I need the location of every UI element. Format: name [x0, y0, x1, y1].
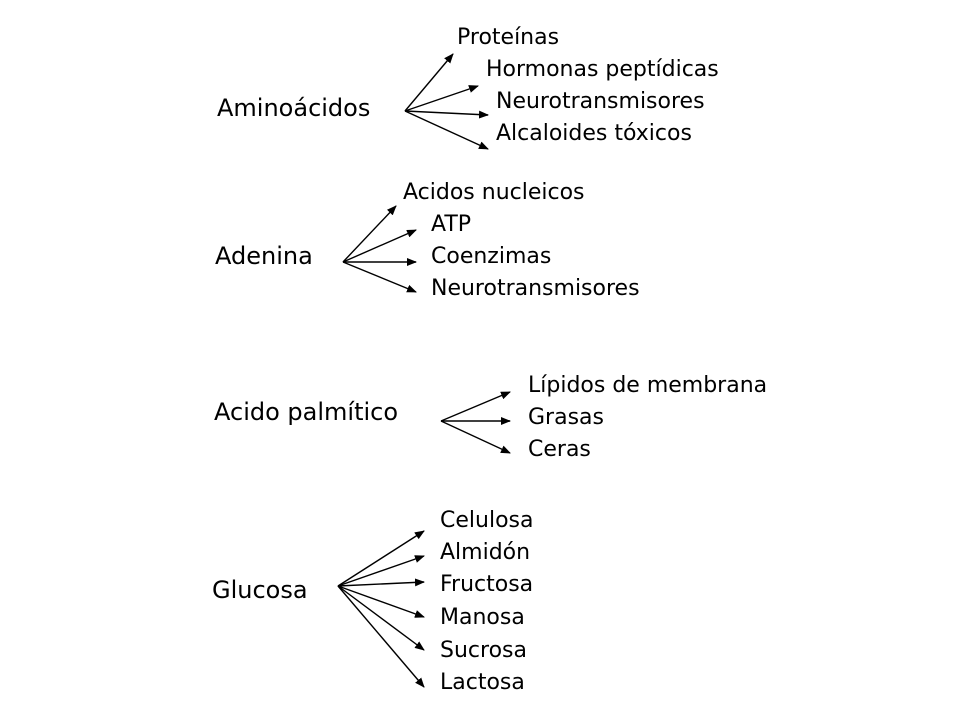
product-almidon: Almidón [440, 540, 531, 565]
product-grasas: Grasas [528, 405, 604, 430]
arrow-group1-to-product0 [342, 205, 397, 263]
arrow-group3-to-product2 [337, 578, 425, 587]
arrow-group3-to-product5 [337, 585, 425, 688]
arrow-group2-to-product0 [440, 391, 511, 422]
arrow-group1-to-product1 [342, 229, 417, 263]
source-glucosa: Glucosa [212, 576, 308, 604]
product-alcaloides-toxicos: Alcaloides tóxicos [496, 121, 692, 146]
arrow-group0-to-product1 [404, 85, 479, 112]
product-hormonas-peptidicas: Hormonas peptídicas [486, 57, 719, 82]
product-ceras: Ceras [528, 437, 591, 462]
product-manosa: Manosa [440, 605, 525, 630]
arrow-group3-to-product4 [337, 585, 425, 651]
source-acido-palmitico: Acido palmítico [214, 398, 399, 426]
product-sucrosa: Sucrosa [440, 638, 527, 663]
product-proteinas: Proteínas [457, 25, 560, 50]
arrow-group3-to-product3 [337, 585, 425, 618]
product-lactosa: Lactosa [440, 670, 525, 695]
source-aminoacidos: Aminoácidos [217, 94, 371, 122]
arrow-group1-to-product3 [342, 261, 417, 293]
product-acidos-nucleicos: Acidos nucleicos [403, 180, 585, 205]
arrow-group0-to-product0 [404, 53, 454, 112]
arrow-group2-to-product2 [440, 420, 511, 454]
arrow-group3-to-product0 [337, 530, 425, 587]
product-coenzimas: Coenzimas [431, 244, 552, 269]
arrow-group3-to-product1 [337, 555, 425, 587]
arrow-group0-to-product3 [404, 110, 489, 150]
product-neurotransmisores-a: Neurotransmisores [496, 89, 705, 114]
product-celulosa: Celulosa [440, 508, 534, 533]
product-lipidos-de-membrana: Lípidos de membrana [528, 373, 768, 398]
product-neurotransmisores-b: Neurotransmisores [431, 276, 640, 301]
product-fructosa: Fructosa [440, 572, 534, 597]
product-atp: ATP [431, 212, 472, 237]
arrow-group0-to-product2 [404, 110, 489, 119]
source-adenina: Adenina [215, 242, 313, 270]
